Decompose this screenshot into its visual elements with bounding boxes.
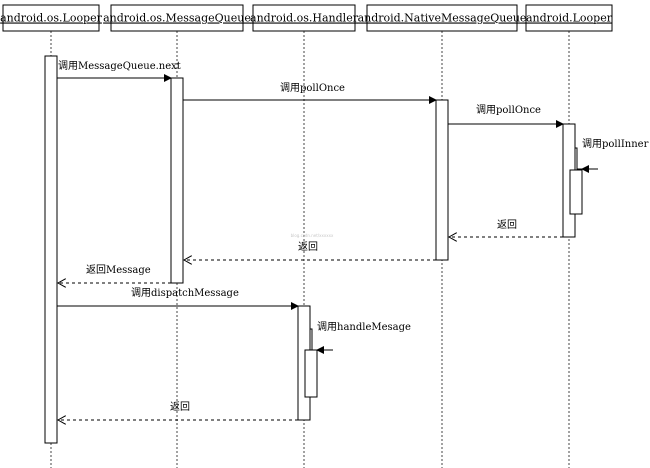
message-call-pollonce-native-label: 调用pollOnce (280, 82, 345, 94)
message-return-message-label: 返回Message (86, 264, 151, 276)
message-return-handler-label: 返回 (170, 401, 190, 413)
message-call-pollinner-label: 调用pollInner (582, 138, 649, 150)
object-native-looper-label: android.Looper (526, 12, 613, 25)
message-call-handle-path (310, 328, 317, 351)
object-looper-label: android.os.Looper (0, 12, 102, 25)
watermark: blog.csdn.net/xxxxxx (291, 233, 334, 238)
message-call-pollinner-path (575, 147, 582, 170)
message-call-handle-label: 调用handleMesage (317, 321, 411, 333)
message-call-next-label: 调用MessageQueue.next (58, 60, 181, 72)
message-return-native-looper-label: 返回 (497, 219, 517, 231)
activation-handlemessage (304, 349, 318, 398)
activation-messagequeue (170, 77, 184, 284)
message-call-dispatch-label: 调用dispatchMessage (131, 287, 239, 299)
message-call-pollonce-looper-label: 调用pollOnce (476, 104, 541, 116)
object-messagequeue: android.os.MessageQueue (103, 4, 251, 32)
message-return-nativemessagequeue-label: 返回 (298, 241, 318, 253)
activation-pollinner (569, 169, 583, 215)
object-handler: android.os.Handler (250, 4, 359, 32)
activation-nativemessagequeue (435, 99, 449, 261)
object-nativemessagequeue: android.NativeMessageQueue (358, 4, 527, 32)
object-handler-label: android.os.Handler (250, 12, 359, 25)
object-native-looper: android.Looper (525, 4, 613, 32)
object-messagequeue-label: android.os.MessageQueue (103, 12, 251, 25)
object-looper: android.os.Looper (0, 4, 103, 32)
activation-looper (44, 55, 58, 444)
object-nativemessagequeue-label: android.NativeMessageQueue (358, 12, 527, 25)
